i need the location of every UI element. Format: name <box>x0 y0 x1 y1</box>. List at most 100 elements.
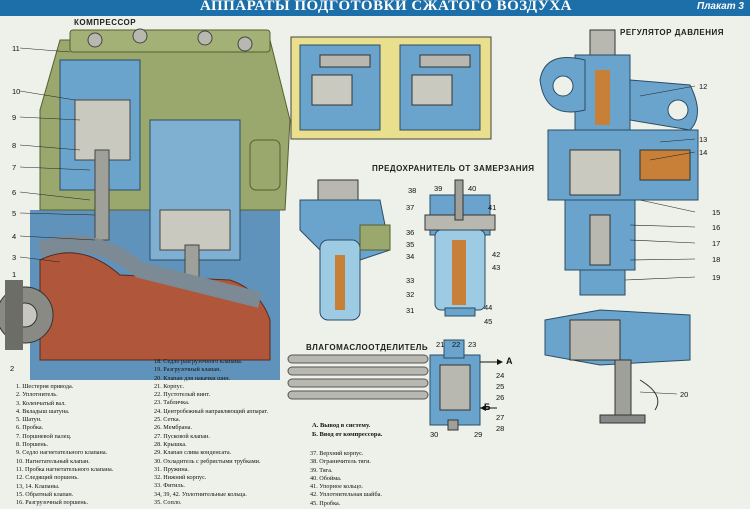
leader-lines <box>19 47 696 395</box>
callout-16: 16 <box>712 223 721 232</box>
legend-column-1: 1. Шестерня привода. 2. Уплотнитель. 3. … <box>16 383 113 507</box>
legend-item: 35. Сопло. <box>154 499 182 507</box>
legend-item: 39. Тяга. <box>310 466 333 474</box>
callout-29: 29 <box>474 430 483 439</box>
legend-item: 45. Пробка. <box>310 499 341 507</box>
legend-item: 22. Пустотелый винт. <box>154 391 211 399</box>
legend-item: 3. Коленчатый вал. <box>16 399 66 407</box>
legend-item: 2. Уплотнитель. <box>16 391 58 399</box>
compressor-drawing <box>0 28 291 380</box>
callout-40: 40 <box>468 184 477 193</box>
callout-36: 36 <box>406 228 415 237</box>
callout-4: 4 <box>12 232 17 241</box>
callout-15: 15 <box>712 208 721 217</box>
legend-item: 19. Разгрузочный клапан. <box>154 366 222 374</box>
legend-item: 25. Сетка. <box>154 416 181 424</box>
callout-35: 35 <box>406 240 415 249</box>
poster-title: АППАРАТЫ ПОДГОТОВКИ СЖАТОГО ВОЗДУХА <box>200 0 572 14</box>
callout-5: 5 <box>12 209 17 218</box>
legend-item: 6. Пробка. <box>16 424 44 432</box>
legend-item: 13, 14. Клапаны. <box>16 482 60 490</box>
callout-10: 10 <box>12 87 21 96</box>
callout-7: 7 <box>12 163 17 172</box>
callout-8: 8 <box>12 141 17 150</box>
callout-21: 21 <box>436 340 445 349</box>
plate-number: Плакат 3 <box>697 1 744 12</box>
callout-43: 43 <box>492 263 501 272</box>
callout-37: 37 <box>406 203 415 212</box>
separator-title: ВЛАГОМАСЛООТДЕЛИТЕЛЬ <box>306 343 429 352</box>
callout-30: 30 <box>430 430 439 439</box>
port-b-label: Б <box>484 402 491 412</box>
legend-item: 37. Верхний корпус. <box>310 450 364 457</box>
legend-column-2: 18. Седло разгрузочного клапана. 19. Раз… <box>154 358 268 507</box>
legend-item: 16. Разгрузочный поршень. <box>16 499 89 507</box>
callout-44: 44 <box>484 303 493 312</box>
callout-6: 6 <box>12 188 17 197</box>
regulator-title: РЕГУЛЯТОР ДАВЛЕНИЯ <box>620 28 724 37</box>
callout-32: 32 <box>406 290 415 299</box>
legend-item: 20. Клапан для накачки шин. <box>154 374 231 382</box>
legend-item: 18. Седло разгрузочного клапана. <box>154 358 243 365</box>
callout-42: 42 <box>492 250 501 259</box>
callout-22: 22 <box>452 340 461 349</box>
callout-12: 12 <box>699 82 708 91</box>
legend-item: 23. Табличка. <box>154 399 190 407</box>
antifreeze-title: ПРЕДОХРАНИТЕЛЬ ОТ ЗАМЕРЗАНИЯ <box>372 164 535 173</box>
legend-item: 32. Нижний корпус. <box>154 474 207 482</box>
legend-item: 31. Пружина. <box>154 465 189 473</box>
callout-20: 20 <box>680 390 689 399</box>
port-a-label: А <box>506 356 513 366</box>
legend-item: 29. Клапан слива конденсата. <box>154 449 232 457</box>
legend-item: 10. Нагнетательный клапан. <box>16 457 90 465</box>
port-legend: А. Вывод в систему. Б. Ввод от компрессо… <box>312 421 382 439</box>
legend-item: 15. Обратный клапан. <box>16 490 74 498</box>
regulator-drawing <box>539 29 699 296</box>
callout-39: 39 <box>434 184 443 193</box>
callout-18: 18 <box>712 255 721 264</box>
legend-item: 8. Поршень. <box>16 441 49 449</box>
legend-item: 12. Следящий поршень. <box>16 474 79 482</box>
callout-45: 45 <box>484 317 493 326</box>
callout-13: 13 <box>699 135 708 144</box>
valve-inset <box>290 36 492 140</box>
legend-item: 34, 39, 42. Уплотнительные кольца. <box>154 490 247 498</box>
callout-11: 11 <box>12 44 20 53</box>
antifreeze-drawing <box>299 179 496 321</box>
legend-item: 21. Корпус. <box>154 382 184 390</box>
legend-item: 9. Седло нагнетательного клапана. <box>16 449 108 457</box>
callout-9: 9 <box>12 113 17 122</box>
legend-item: 4. Вкладыш шатуна. <box>16 407 70 415</box>
compressor-title: КОМПРЕССОР <box>74 18 137 27</box>
callout-2: 2 <box>10 364 15 373</box>
legend-item: 1. Шестерня привода. <box>16 383 74 390</box>
callout-19: 19 <box>712 273 721 282</box>
tire-valve-drawing <box>544 309 691 424</box>
callout-31: 31 <box>406 306 415 315</box>
legend-item: 27. Пусковой клапан. <box>154 432 210 440</box>
callout-23: 23 <box>468 340 477 349</box>
legend-item: 41. Упорное кольцо. <box>310 483 363 491</box>
legend-item: 5. Шатун. <box>16 416 42 424</box>
header-bar: АППАРАТЫ ПОДГОТОВКИ СЖАТОГО ВОЗДУХА Плак… <box>0 0 750 16</box>
separator-drawing <box>287 339 503 431</box>
legend-item: 28. Крышка. <box>154 440 187 448</box>
callout-14: 14 <box>699 148 708 157</box>
callout-34: 34 <box>406 252 415 261</box>
callout-41: 41 <box>488 203 497 212</box>
legend-item: 40. Обойма. <box>310 474 342 482</box>
callout-3: 3 <box>12 253 17 262</box>
legend-item: 26. Мембрана. <box>154 424 192 432</box>
callout-26: 26 <box>496 393 505 402</box>
callout-38: 38 <box>408 186 417 195</box>
callout-33: 33 <box>406 276 415 285</box>
legend-item: 42. Уплотнительная шайба. <box>310 491 382 499</box>
callout-28: 28 <box>496 424 505 433</box>
legend-item: 24. Центробежный направляющий аппарат. <box>154 407 269 415</box>
legend-item: 7. Поршневой палец. <box>16 432 72 440</box>
callout-17: 17 <box>712 239 721 248</box>
legend-item: 33. Фитиль. <box>154 482 185 490</box>
legend-item: 38. Ограничитель тяги. <box>310 458 371 466</box>
